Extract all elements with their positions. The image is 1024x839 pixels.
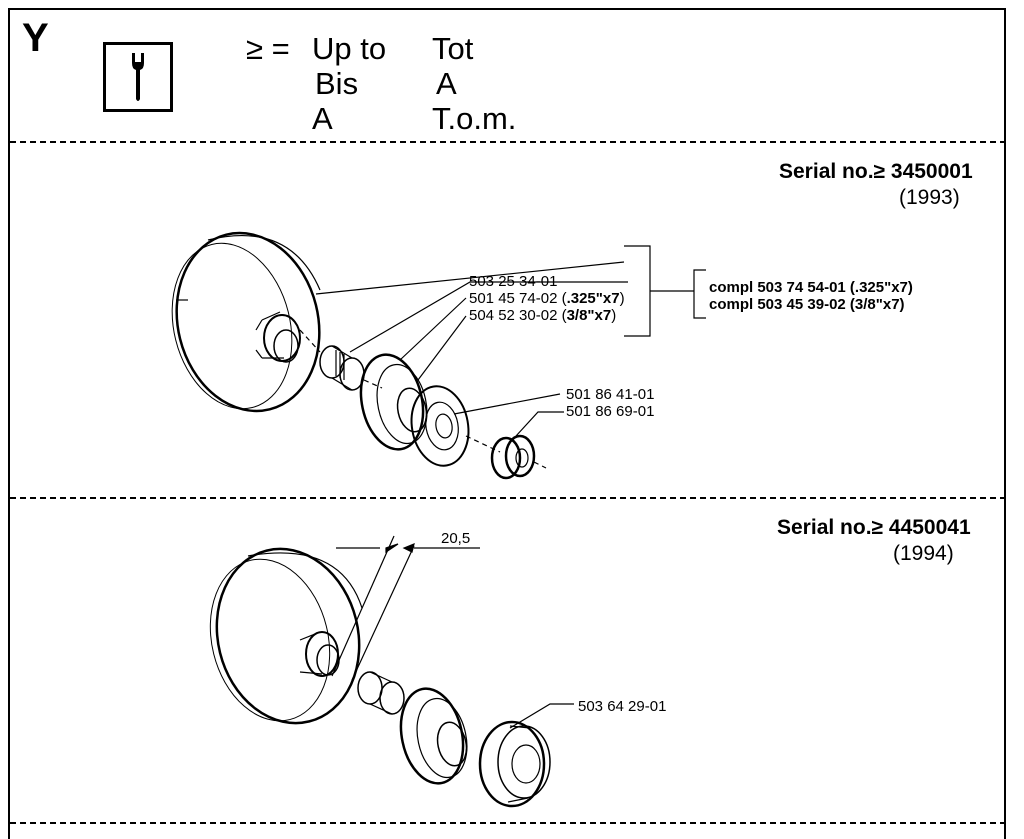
- complete-kit: compl 503 45 39-02 (3/8"x7): [709, 296, 905, 313]
- drum-hub-2: [299, 631, 340, 677]
- serial-number-2: Serial no.≥ 4450041: [777, 516, 971, 539]
- page-frame: [8, 8, 1006, 839]
- needle-bearing: [319, 345, 383, 391]
- section-divider: [10, 822, 1006, 824]
- section-divider: [10, 141, 1006, 143]
- part-number: 501 86 41-01: [566, 386, 655, 403]
- spur-sprocket-2: [478, 720, 551, 808]
- serial-number-1: Serial no.≥ 3450001: [779, 160, 973, 183]
- part-number: 501 86 69-01: [566, 403, 655, 420]
- serial-year-1: (1993): [899, 186, 960, 209]
- part-number: 501 45 74-02 (.325"x7): [469, 290, 625, 307]
- part-number: 504 52 30-02 (3/8"x7): [469, 307, 617, 324]
- rim-sprocket-2: [399, 687, 468, 785]
- legend-symbol: ≥ =: [246, 31, 290, 66]
- section-letter: Y: [22, 16, 49, 60]
- washer: [410, 385, 501, 467]
- drum-hub: [255, 311, 321, 363]
- wrench-icon: [103, 42, 173, 112]
- serial-year-2: (1994): [893, 542, 954, 565]
- part-number: 503 64 29-01: [578, 698, 667, 715]
- rim-sprocket: [359, 353, 428, 451]
- legend-col2: Tot A T.o.m.: [432, 31, 517, 136]
- legend-col1: Up to Bis A: [312, 31, 387, 136]
- dimension-label: 20,5: [441, 530, 471, 547]
- clutch-drum: [171, 231, 321, 413]
- section-divider: [10, 497, 1006, 499]
- drum-bearing: [490, 434, 547, 480]
- clutch-drum-2: [209, 547, 363, 725]
- complete-kit: compl 503 74 54-01 (.325"x7): [709, 279, 913, 296]
- needle-bearing-2: [357, 671, 405, 715]
